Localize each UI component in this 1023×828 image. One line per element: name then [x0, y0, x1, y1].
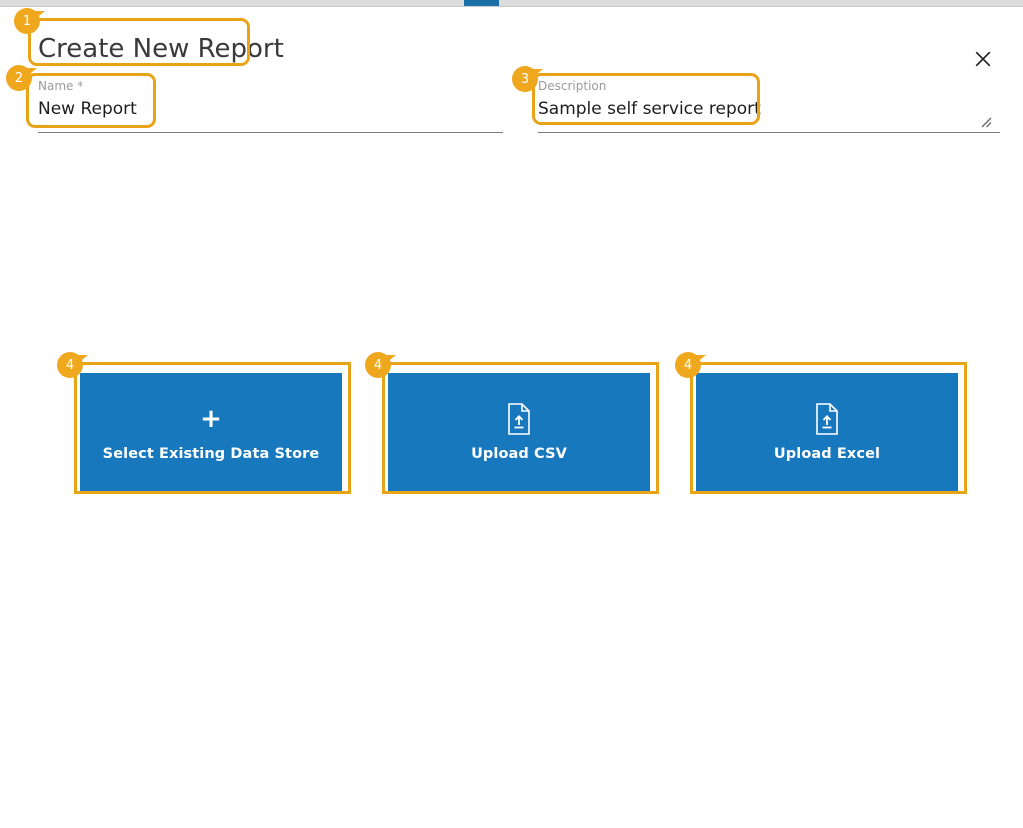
plus-icon: + — [200, 404, 222, 434]
file-upload-icon — [814, 402, 840, 436]
name-field-value[interactable]: New Report — [38, 99, 137, 119]
select-existing-data-store-button[interactable]: + Select Existing Data Store — [80, 373, 342, 493]
description-field[interactable]: Description Sample self service report — [538, 79, 1000, 133]
name-field-underline — [38, 132, 503, 133]
upload-excel-label: Upload Excel — [773, 446, 881, 462]
upload-csv-button[interactable]: Upload CSV — [388, 373, 650, 493]
upload-excel-button[interactable]: Upload Excel — [696, 373, 958, 493]
data-source-options: + Select Existing Data Store Upload CSV — [0, 365, 1023, 501]
name-field[interactable]: Name * New Report — [38, 79, 503, 133]
resize-grip-icon[interactable] — [978, 113, 992, 128]
browser-top-strip — [0, 0, 1023, 7]
active-tab-indicator[interactable] — [464, 0, 499, 6]
create-report-dialog: Create New Report Name * New Report Desc… — [0, 7, 1023, 828]
close-button[interactable] — [965, 41, 1001, 77]
select-existing-data-store-label: Select Existing Data Store — [102, 446, 320, 462]
close-icon — [973, 49, 993, 69]
description-field-label: Description — [538, 79, 607, 93]
file-upload-icon — [506, 402, 532, 436]
description-field-underline — [538, 132, 1000, 133]
name-field-label: Name * — [38, 79, 84, 93]
page-title: Create New Report — [38, 34, 284, 64]
description-field-value[interactable]: Sample self service report — [538, 99, 761, 119]
upload-csv-label: Upload CSV — [471, 446, 567, 462]
